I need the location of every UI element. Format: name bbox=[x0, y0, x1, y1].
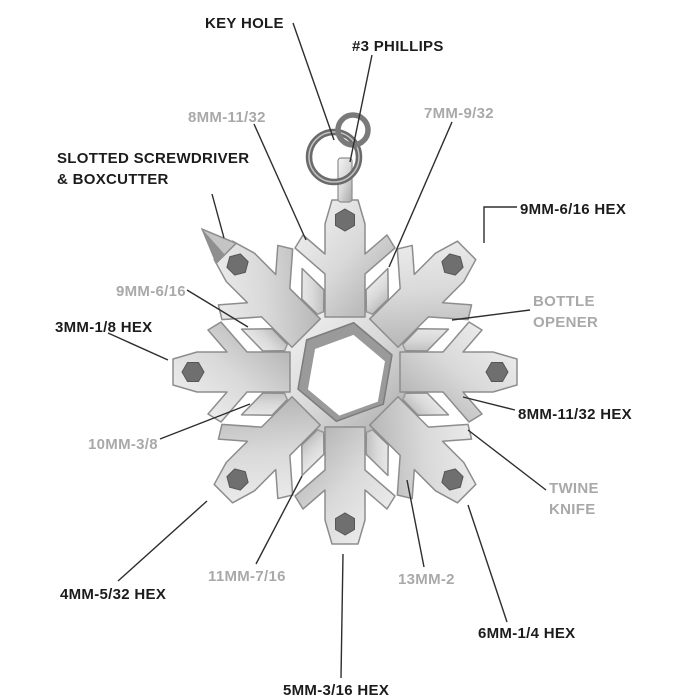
label-11mm-7-16: 11MM-7/16 bbox=[208, 568, 286, 585]
leader-lines bbox=[107, 22, 547, 679]
leader-line bbox=[451, 309, 531, 321]
leader-line bbox=[159, 403, 251, 440]
label-10mm-3-8: 10MM-3/8 bbox=[88, 436, 158, 453]
label-9mm-6-16-hex: 9MM-6/16 HEX bbox=[520, 201, 627, 218]
leader-line bbox=[211, 193, 225, 239]
label-slotted-screwdriver: SLOTTED SCREWDRIVER & BOXCUTTER bbox=[57, 150, 250, 188]
leader-line bbox=[467, 429, 547, 491]
label-9mm-6-16: 9MM-6/16 bbox=[116, 283, 186, 300]
leader-line bbox=[255, 475, 303, 565]
leader-line bbox=[388, 121, 453, 268]
leader-line bbox=[349, 54, 373, 163]
label-3-phillips: #3 PHILLIPS bbox=[352, 38, 444, 55]
label-13mm-2: 13MM-2 bbox=[398, 571, 455, 588]
leader-line bbox=[292, 22, 335, 141]
leader-line bbox=[340, 553, 344, 679]
label-6mm-1-4-hex: 6MM-1/4 HEX bbox=[478, 625, 576, 642]
leader-line bbox=[253, 123, 307, 241]
center-hex-hole bbox=[297, 321, 393, 423]
label-twine-knife: TWINE KNIFE bbox=[549, 480, 599, 518]
snowflake-tool bbox=[172, 199, 518, 545]
leader-line bbox=[467, 504, 508, 623]
label-key-hole: KEY HOLE bbox=[205, 15, 284, 32]
keyring-large-highlight bbox=[308, 131, 360, 183]
leader-line bbox=[483, 206, 517, 243]
label-4mm-5-32-hex: 4MM-5/32 HEX bbox=[60, 586, 167, 603]
leader-line bbox=[462, 396, 516, 411]
label-3mm-1-8-hex: 3MM-1/8 HEX bbox=[55, 319, 153, 336]
label-8mm-11-32: 8MM-11/32 bbox=[188, 109, 266, 126]
leader-line bbox=[186, 289, 249, 328]
slotted-blade-icon bbox=[200, 227, 238, 265]
leader-line bbox=[117, 500, 208, 582]
leader-line bbox=[406, 479, 425, 568]
label-7mm-9-32: 7MM-9/32 bbox=[424, 105, 494, 122]
label-bottle-opener: BOTTLE OPENER bbox=[533, 293, 599, 331]
label-5mm-3-16-hex: 5MM-3/16 HEX bbox=[283, 682, 390, 699]
leader-line bbox=[107, 332, 169, 361]
label-8mm-11-32-hex: 8MM-11/32 HEX bbox=[518, 406, 632, 423]
